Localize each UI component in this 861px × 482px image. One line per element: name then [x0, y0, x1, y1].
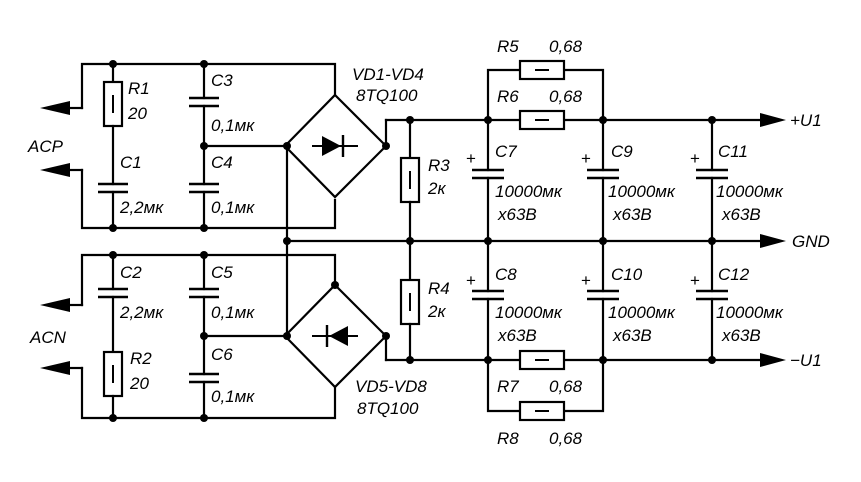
c1-name: C1	[120, 153, 142, 172]
c12-voltage: x63B	[721, 326, 761, 345]
c3-name: C3	[211, 71, 233, 90]
r7-name: R7	[497, 377, 519, 396]
r4-name: R4	[428, 279, 450, 298]
positive-rail: +U1 R5 0,68 R6 0,68	[384, 37, 822, 131]
c8-voltage: x63B	[497, 326, 537, 345]
vd1-vd4-type: 8TQ100	[356, 86, 418, 105]
c7-value: 10000мк	[495, 182, 563, 201]
c4-value: 0,1мк	[211, 198, 255, 217]
c11-c12-column: + + C11 10000мк x63B C12 10000мк x63B	[690, 118, 784, 362]
c7-c8-column: + + C7 10000мк x63B C8 10000мк x63B	[466, 118, 563, 362]
c11-value: 10000мк	[716, 182, 784, 201]
r5-name: R5	[497, 37, 519, 56]
acn-arrow-top	[40, 298, 70, 312]
acp-label: ACP	[27, 137, 64, 156]
r8-value: 0,68	[549, 429, 583, 448]
vd5-vd8-name: VD5-VD8	[355, 377, 427, 396]
r6-name: R6	[497, 87, 519, 106]
r3-value: 2к	[427, 179, 446, 198]
r6-value: 0,68	[549, 87, 583, 106]
r7-value: 0,68	[549, 377, 583, 396]
r8-name: R8	[497, 429, 519, 448]
c12-plus: +	[690, 271, 700, 290]
c6-value: 0,1мк	[211, 387, 255, 406]
plus-u1-label: +U1	[790, 111, 822, 130]
c8-plus: +	[466, 271, 476, 290]
c4-name: C4	[211, 153, 233, 172]
plus-u1-arrow	[760, 113, 786, 127]
r1-name: R1	[128, 79, 150, 98]
negative-rail: −U1 R7 0,68 R8 0,68	[384, 349, 822, 448]
r4-value: 2к	[427, 302, 446, 321]
r3-r4-column: R3 2к R4 2к	[399, 118, 450, 362]
ground-rail: GND	[283, 144, 830, 338]
acp-arrow-top	[40, 101, 70, 115]
acn-label: ACN	[29, 328, 67, 347]
c2-name: C2	[120, 263, 142, 282]
c7-name: C7	[495, 142, 517, 161]
c12-value: 10000мк	[716, 303, 784, 322]
gnd-label: GND	[792, 232, 830, 251]
c11-name: C11	[718, 142, 748, 161]
c7-voltage: x63B	[497, 205, 537, 224]
r2-name: R2	[130, 349, 152, 368]
r2-value: 20	[129, 374, 149, 393]
minus-u1-label: −U1	[790, 351, 822, 370]
c5-value: 0,1мк	[211, 303, 255, 322]
c12-name: C12	[718, 265, 750, 284]
c10-voltage: x63B	[612, 326, 652, 345]
c8-name: C8	[495, 265, 517, 284]
c9-value: 10000мк	[608, 182, 676, 201]
c1-value: 2,2мк	[119, 198, 164, 217]
bridge-vd5-vd8: VD5-VD8 8TQ100	[283, 281, 427, 418]
acn-arrow-bottom	[40, 361, 70, 375]
r3-name: R3	[428, 156, 450, 175]
c5-name: C5	[211, 263, 233, 282]
minus-u1-arrow	[760, 353, 786, 367]
c9-name: C9	[611, 142, 633, 161]
c10-name: C10	[611, 265, 643, 284]
c11-plus: +	[690, 149, 700, 168]
c10-plus: +	[581, 271, 591, 290]
vd5-vd8-type: 8TQ100	[357, 399, 419, 418]
acp-arrow-bottom	[40, 163, 70, 177]
c6-name: C6	[211, 345, 233, 364]
bottom-ac-section: ACN C2 2,2мк R2 20 C5 0,1мк C6 0,1мк	[29, 251, 337, 422]
top-ac-section: ACP R1 20 C1 2,2мк C3 0,1мк C4 0,1мк	[27, 60, 337, 232]
c7-plus: +	[466, 149, 476, 168]
c2-value: 2,2мк	[119, 303, 164, 322]
c8-value: 10000мк	[495, 303, 563, 322]
r1-value: 20	[127, 104, 147, 123]
r5-value: 0,68	[549, 37, 583, 56]
c9-plus: +	[581, 149, 591, 168]
c9-voltage: x63B	[612, 205, 652, 224]
c11-voltage: x63B	[721, 205, 761, 224]
vd1-vd4-name: VD1-VD4	[352, 65, 424, 84]
c3-value: 0,1мк	[211, 116, 255, 135]
gnd-arrow	[760, 234, 786, 248]
c9-c10-column: + + C9 10000мк x63B C10 10000мк x63B	[581, 118, 676, 362]
c10-value: 10000мк	[608, 303, 676, 322]
